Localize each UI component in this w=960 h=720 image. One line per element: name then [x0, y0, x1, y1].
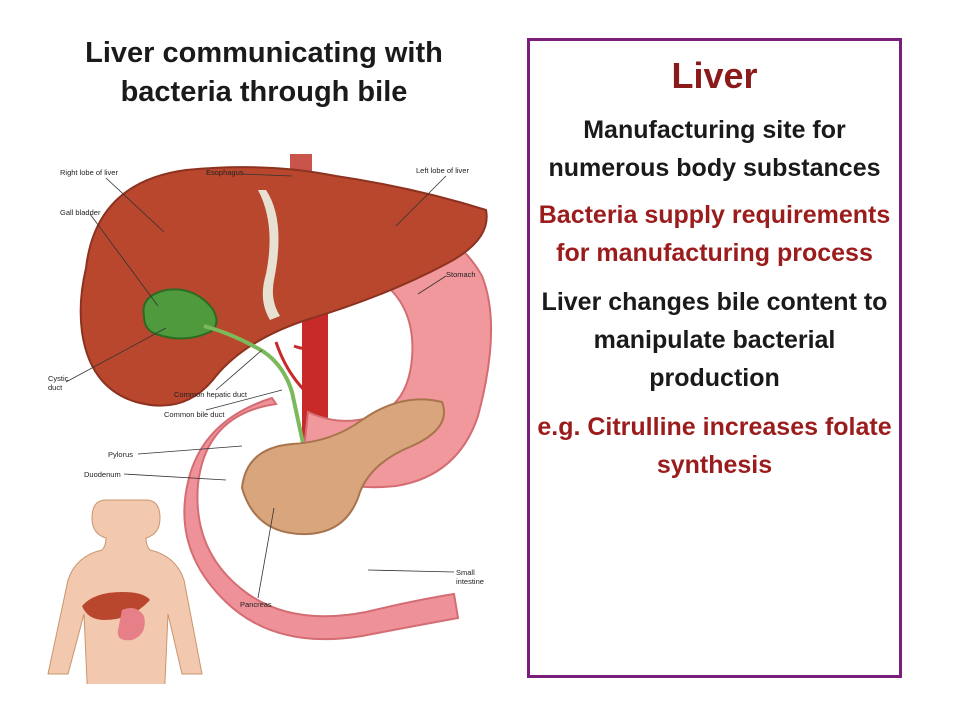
- info-box-heading: Liver: [671, 55, 758, 96]
- label-pylorus: Pylorus: [108, 450, 134, 459]
- pancreas-shape: [240, 398, 445, 536]
- label-duodenum: Duodenum: [84, 470, 121, 479]
- label-stomach: Stomach: [446, 270, 476, 279]
- info-paragraph-bile-content: Liver changes bile content to manipulate…: [541, 288, 888, 392]
- label-esophagus: Esophagus: [206, 168, 244, 177]
- label-common-bile-duct: Common bile duct: [164, 410, 225, 419]
- anatomy-illustration: [47, 154, 493, 684]
- duodenum-shape: [183, 396, 460, 641]
- leader-lines: [65, 173, 455, 599]
- label-pancreas: Pancreas: [240, 600, 272, 609]
- liver-info-box: Liver Manufacturing site for numerous bo…: [527, 38, 902, 678]
- hepatic-artery-shape: [274, 335, 326, 394]
- slide-title: Liver communicating with bacteria throug…: [10, 34, 518, 112]
- label-common-hepatic-duct: Common hepatic duct: [174, 390, 247, 399]
- human-silhouette: [47, 499, 203, 684]
- label-cystic-duct: Cystic duct: [48, 374, 69, 392]
- gall-bladder-shape: [142, 288, 218, 340]
- slide-title-line-2: bacteria through bile: [120, 76, 408, 108]
- info-paragraph-citrulline-example: e.g. Citrulline increases folate synthes…: [537, 413, 892, 479]
- ligament-shape: [258, 190, 280, 320]
- info-paragraph-manufacturing: Manufacturing site for numerous body sub…: [548, 116, 881, 182]
- label-small-intestine: Small intestine: [456, 568, 484, 586]
- slide-title-line-1: Liver communicating with: [85, 37, 443, 69]
- label-gall-bladder: Gall bladder: [60, 208, 101, 217]
- info-paragraph-bacteria-supply: Bacteria supply requirements for manufac…: [538, 201, 891, 267]
- mini-stomach: [117, 608, 145, 641]
- liver-anatomy-figure: Right lobe of liver Esophagus Left lobe …: [46, 128, 501, 684]
- bile-duct-shape: [203, 324, 306, 449]
- liver-shape: [79, 166, 488, 407]
- label-right-lobe: Right lobe of liver: [60, 168, 118, 177]
- label-left-lobe: Left lobe of liver: [416, 166, 469, 175]
